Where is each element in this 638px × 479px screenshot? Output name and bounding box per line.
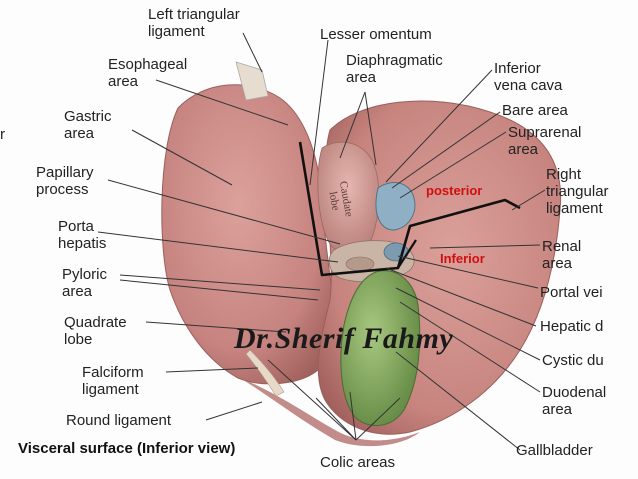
label-line: area — [542, 401, 573, 418]
left-triangular-ligament-shape — [235, 61, 269, 101]
label-line: area — [346, 69, 377, 86]
label-line: ligament — [148, 23, 205, 40]
renal-area-label: Renal area — [542, 238, 581, 272]
cystic-duct-label: Cystic du — [542, 352, 604, 369]
label-line: Left triangular — [148, 6, 240, 23]
suprarenal-area-label: Suprarenal area — [508, 124, 581, 158]
label-line: Esophageal — [108, 56, 188, 73]
pyloric-area-label: Pyloric area — [62, 266, 107, 300]
esophageal-area-label: Esophageal area — [108, 56, 187, 90]
label-line: Inferior — [494, 60, 541, 77]
author-watermark: Dr.Sherif Fahmy — [234, 322, 454, 355]
label-line: Renal — [542, 238, 582, 255]
label-line: Diaphragmatic — [346, 52, 443, 69]
lesser-omentum-label: Lesser omentum — [320, 26, 432, 43]
label-line: area — [64, 125, 95, 142]
bare-area-label: Bare area — [502, 102, 568, 119]
duodenal-area-label: Duodenal area — [542, 384, 606, 418]
label-line: Suprarenal — [508, 124, 582, 141]
label-line: ligament — [546, 200, 603, 217]
label-line: area — [62, 283, 93, 300]
gallbladder-shape — [340, 270, 421, 426]
gastric-area-label: Gastric area — [64, 108, 112, 142]
label-line: area — [108, 73, 139, 90]
colic-areas-label: Colic areas — [320, 454, 396, 471]
label-line: vena cava — [494, 77, 563, 94]
inferior-margin-shape — [240, 378, 420, 447]
posterior-annotation: posterior — [426, 183, 483, 198]
edge-fragment-label: r — [0, 126, 5, 143]
hepatic-duct-label: Hepatic d — [540, 318, 604, 335]
falciform-shape — [245, 349, 285, 397]
left-triangular-ligament-label: Left triangular ligament — [148, 6, 240, 40]
label-line: Duodenal — [542, 384, 607, 401]
caudate-lobe-shape — [317, 141, 380, 254]
papillary-process-label: Papillary process — [36, 164, 94, 198]
label-line: Quadrate — [64, 314, 127, 331]
label-line: hepatis — [58, 235, 107, 252]
label-line: Right — [546, 166, 582, 183]
label-line: Gastric — [64, 108, 112, 125]
label-line: Porta — [58, 218, 94, 235]
right-triangular-ligament-label: Right triangular ligament — [546, 166, 609, 217]
label-line: area — [542, 255, 573, 272]
label-line: ligament — [82, 381, 139, 398]
quadrate-lobe-label: Quadrate lobe — [64, 314, 127, 348]
figure-caption: Visceral surface (Inferior view) — [18, 440, 236, 457]
label-line: area — [508, 141, 539, 158]
label-line: Papillary — [36, 164, 94, 181]
leader-lines — [97, 32, 546, 451]
label-line: triangular — [546, 183, 609, 200]
label-line: lobe — [64, 331, 93, 348]
diaphragmatic-area-label: Diaphragmatic area — [346, 52, 443, 86]
portal-vein-label: Portal vei — [540, 284, 603, 301]
inferior-annotation: Inferior — [440, 251, 485, 266]
inferior-vena-cava-label: Inferior vena cava — [494, 60, 562, 94]
porta-hepatis-label: Porta hepatis — [58, 218, 106, 252]
label-line: Pyloric — [62, 266, 108, 283]
gallbladder-label: Gallbladder — [516, 442, 593, 459]
label-line: process — [36, 181, 89, 198]
label-line: Falciform — [82, 364, 144, 381]
round-ligament-label: Round ligament — [66, 412, 172, 429]
boundary-line — [298, 141, 521, 277]
falciform-ligament-label: Falciform ligament — [82, 364, 144, 398]
